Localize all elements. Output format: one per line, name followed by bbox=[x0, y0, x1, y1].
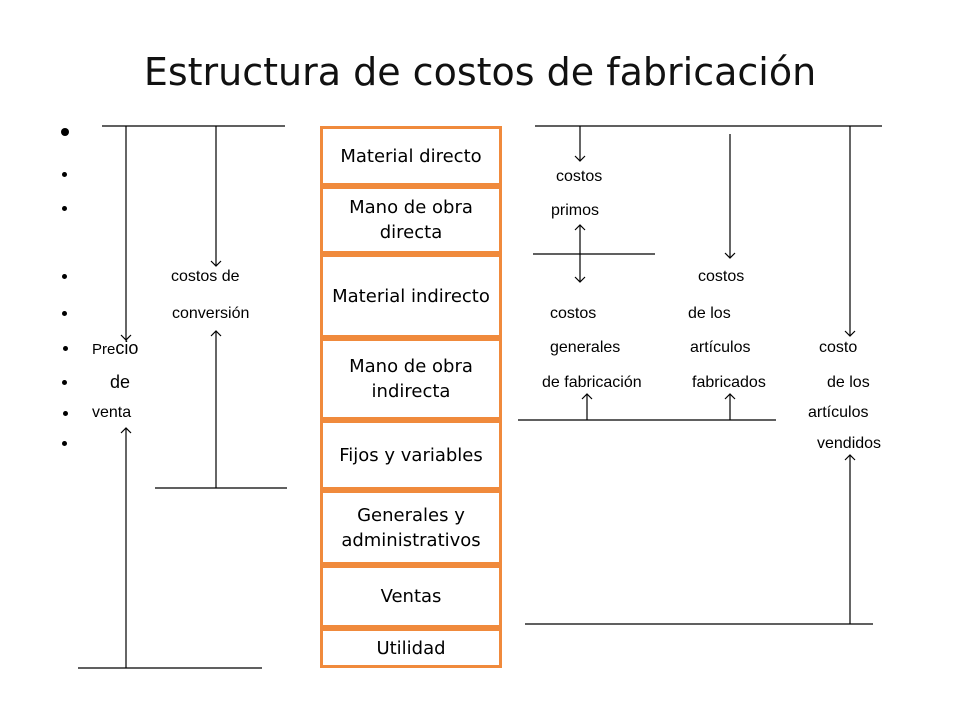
bullet bbox=[62, 441, 67, 446]
label-caf-3: artículos bbox=[690, 339, 751, 356]
box-fijos-variables: Fijos y variables bbox=[320, 420, 502, 490]
box-material-directo: Material directo bbox=[320, 126, 502, 186]
box-material-indirecto: Material indirecto bbox=[320, 254, 502, 338]
label-venta: venta bbox=[92, 404, 132, 421]
bullet bbox=[63, 411, 68, 416]
bullet bbox=[62, 274, 67, 279]
label-de: de bbox=[110, 372, 131, 392]
label-cav-2: de los bbox=[827, 374, 870, 391]
bullet bbox=[61, 128, 69, 136]
slide-title: Estructura de costos de fabricación bbox=[143, 50, 817, 94]
bullet bbox=[62, 206, 67, 211]
bullet bbox=[62, 172, 67, 177]
label-precio-pre: Pre bbox=[92, 341, 116, 358]
label-cgf-3: de fabricación bbox=[542, 374, 642, 391]
bullet bbox=[63, 346, 68, 351]
box-mano-obra-directa: Mano de obra directa bbox=[320, 186, 502, 254]
label-precio-cio: cio bbox=[115, 338, 139, 358]
label-costos-primos-1: costos bbox=[556, 168, 603, 185]
bullet bbox=[62, 311, 67, 316]
box-mano-obra-indirecta: Mano de obra indirecta bbox=[320, 338, 502, 420]
label-caf-2: de los bbox=[688, 305, 731, 322]
box-utilidad: Utilidad bbox=[320, 628, 502, 668]
label-cav-4: vendidos bbox=[817, 435, 882, 452]
label-caf-1: costos bbox=[698, 268, 745, 285]
label-costos-de: costos de bbox=[171, 268, 240, 285]
label-conversion: conversión bbox=[172, 305, 250, 322]
label-cav-1: costo bbox=[819, 339, 858, 356]
box-ventas: Ventas bbox=[320, 565, 502, 628]
label-cav-3: artículos bbox=[808, 404, 869, 421]
label-costos-primos-2: primos bbox=[551, 202, 600, 219]
label-cgf-1: costos bbox=[550, 305, 597, 322]
bullet bbox=[62, 380, 67, 385]
label-precio: Precio bbox=[92, 339, 138, 359]
label-cgf-2: generales bbox=[550, 339, 621, 356]
box-generales-administrativos: Generales y administrativos bbox=[320, 490, 502, 565]
label-caf-4: fabricados bbox=[692, 374, 766, 391]
